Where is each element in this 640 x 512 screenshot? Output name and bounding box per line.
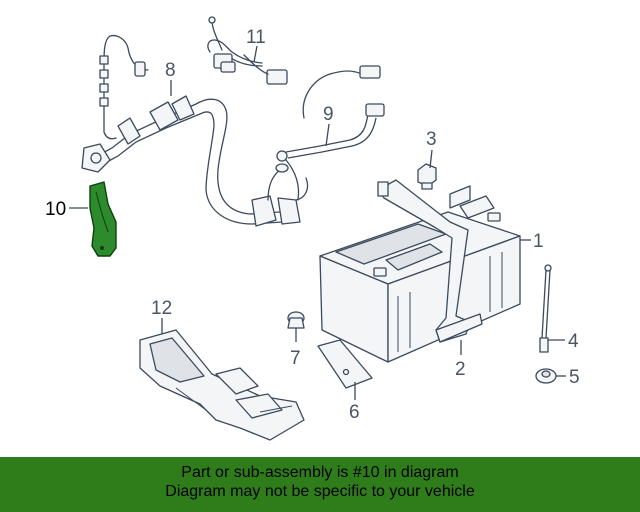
- callout-4: 4: [568, 331, 579, 352]
- callout-12: 12: [151, 298, 172, 319]
- callout-6: 6: [349, 402, 360, 423]
- banner-line-2: Diagram may not be specific to your vehi…: [165, 483, 475, 500]
- part-9-negative-cable: [276, 65, 385, 201]
- callout-3: 3: [426, 129, 437, 150]
- part-10-bracket-highlighted: [89, 181, 117, 257]
- part-4-rod: [539, 264, 552, 353]
- callout-1: 1: [533, 231, 544, 252]
- part-12-battery-tray: [139, 329, 305, 441]
- part-5-grommet: [535, 368, 557, 384]
- callout-5: 5: [569, 367, 580, 388]
- info-banner: Part or sub-assembly is #10 in diagram D…: [0, 457, 640, 512]
- callout-11: 11: [246, 27, 266, 48]
- part-11-wiring-harness: [207, 16, 288, 85]
- callout-8: 8: [165, 60, 176, 81]
- part-2-hold-down-strap: [377, 179, 483, 343]
- part-6-bracket: [317, 339, 373, 389]
- part-8-battery-cable: [81, 34, 309, 227]
- part-1-battery: [319, 185, 521, 363]
- banner-line-1: Part or sub-assembly is #10 in diagram: [181, 464, 459, 481]
- callout-labels: 1 2 3 4 5 6 7 8 9 10 11 12: [45, 27, 580, 423]
- callout-10: 10: [45, 199, 66, 220]
- part-3-bolt: [417, 163, 437, 190]
- callout-9: 9: [323, 104, 334, 125]
- leader-lines: [69, 45, 566, 400]
- part-7-clip: [287, 311, 305, 329]
- callout-7: 7: [290, 348, 301, 369]
- parts-diagram: 1 2 3 4 5 6 7 8 9 10 11 12: [45, 16, 580, 441]
- callout-2: 2: [455, 359, 466, 380]
